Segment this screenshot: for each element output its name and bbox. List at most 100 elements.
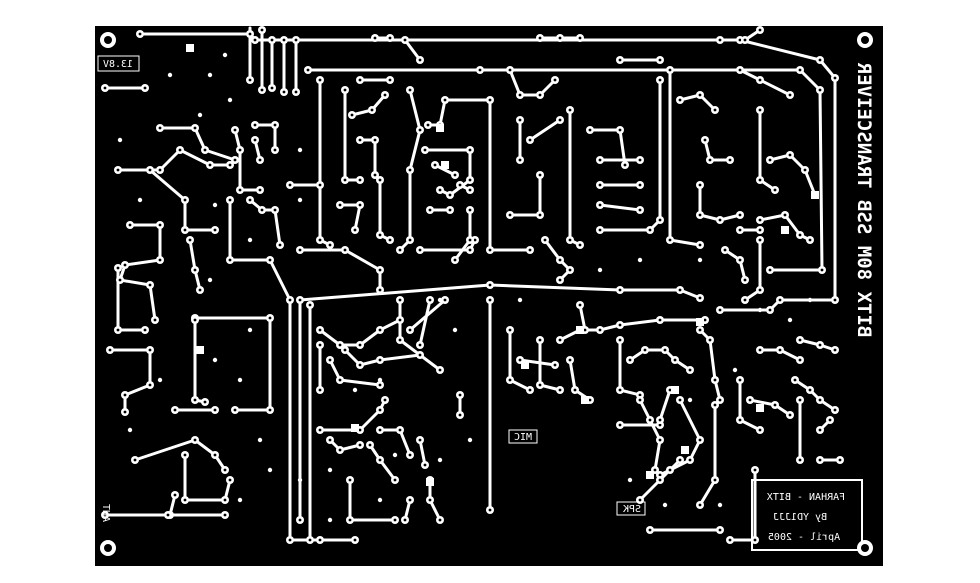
- drill-hole: [618, 288, 622, 292]
- drill-hole: [833, 298, 837, 302]
- drill-hole: [378, 288, 382, 292]
- via: [467, 437, 473, 443]
- drill-hole: [808, 388, 812, 392]
- drill-hole: [260, 28, 264, 32]
- drill-hole: [358, 363, 362, 367]
- drill-hole: [723, 248, 727, 252]
- drill-hole: [538, 338, 542, 342]
- via: [227, 97, 233, 103]
- drill-hole: [378, 408, 382, 412]
- drill-hole: [248, 32, 252, 36]
- drill-hole: [408, 498, 412, 502]
- drill-hole: [260, 88, 264, 92]
- drill-hole: [223, 513, 227, 517]
- drill-hole: [408, 328, 412, 332]
- square-pad: [441, 161, 449, 169]
- drill-hole: [798, 458, 802, 462]
- drill-hole: [223, 498, 227, 502]
- drill-hole: [298, 518, 302, 522]
- drill-hole: [408, 88, 412, 92]
- drill-hole: [783, 213, 787, 217]
- mounting-hole: [861, 36, 869, 44]
- drill-hole: [558, 338, 562, 342]
- drill-hole: [578, 243, 582, 247]
- square-pad: [581, 396, 589, 404]
- drill-hole: [183, 498, 187, 502]
- drill-hole: [123, 263, 127, 267]
- drill-hole: [713, 378, 717, 382]
- drill-hole: [628, 358, 632, 362]
- drill-hole: [618, 338, 622, 342]
- drill-hole: [408, 168, 412, 172]
- drill-hole: [598, 228, 602, 232]
- via: [807, 297, 813, 303]
- drill-hole: [358, 443, 362, 447]
- drill-hole: [253, 138, 257, 142]
- drill-hole: [378, 328, 382, 332]
- via: [327, 467, 333, 473]
- square-pad: [436, 124, 444, 132]
- drill-hole: [658, 58, 662, 62]
- via: [257, 437, 263, 443]
- drill-hole: [488, 508, 492, 512]
- drill-hole: [203, 400, 207, 404]
- drill-hole: [133, 458, 137, 462]
- drill-hole: [713, 478, 717, 482]
- drill-hole: [438, 188, 442, 192]
- drill-hole: [148, 168, 152, 172]
- via: [247, 237, 253, 243]
- drill-hole: [193, 268, 197, 272]
- drill-hole: [758, 238, 762, 242]
- credits-line-2: By YD1JJJ: [773, 512, 827, 523]
- drill-hole: [818, 458, 822, 462]
- drill-hole: [658, 438, 662, 442]
- drill-hole: [618, 388, 622, 392]
- drill-hole: [328, 358, 332, 362]
- drill-hole: [183, 453, 187, 457]
- drill-hole: [833, 408, 837, 412]
- drill-hole: [833, 76, 837, 80]
- drill-hole: [753, 538, 757, 542]
- drill-hole: [203, 148, 207, 152]
- drill-hole: [378, 268, 382, 272]
- drill-hole: [338, 378, 342, 382]
- drill-hole: [678, 458, 682, 462]
- drill-hole: [418, 128, 422, 132]
- drill-hole: [678, 398, 682, 402]
- drill-hole: [518, 118, 522, 122]
- drill-hole: [148, 383, 152, 387]
- drill-hole: [538, 36, 542, 40]
- via: [137, 197, 143, 203]
- drill-hole: [658, 473, 662, 477]
- drill-hole: [273, 123, 277, 127]
- drill-hole: [468, 178, 472, 182]
- drill-hole: [758, 78, 762, 82]
- drill-hole: [688, 368, 692, 372]
- drill-hole: [758, 178, 762, 182]
- drill-hole: [798, 358, 802, 362]
- drill-hole: [758, 228, 762, 232]
- drill-hole: [768, 268, 772, 272]
- drill-hole: [418, 248, 422, 252]
- drill-hole: [798, 398, 802, 402]
- drill-hole: [468, 248, 472, 252]
- drill-hole: [318, 538, 322, 542]
- via: [377, 497, 383, 503]
- drill-hole: [558, 388, 562, 392]
- board-title: BITX 80M SSB TRANSCEIVER: [853, 62, 875, 337]
- via: [222, 52, 228, 58]
- drill-hole: [248, 198, 252, 202]
- drill-hole: [193, 398, 197, 402]
- square-pad: [646, 471, 654, 479]
- drill-hole: [308, 538, 312, 542]
- drill-hole: [306, 68, 310, 72]
- drill-hole: [788, 413, 792, 417]
- drill-hole: [808, 238, 812, 242]
- drill-hole: [528, 248, 532, 252]
- drill-hole: [253, 38, 257, 42]
- drill-hole: [833, 348, 837, 352]
- drill-hole: [408, 453, 412, 457]
- drill-hole: [578, 303, 582, 307]
- drill-hole: [143, 328, 147, 332]
- drill-hole: [318, 183, 322, 187]
